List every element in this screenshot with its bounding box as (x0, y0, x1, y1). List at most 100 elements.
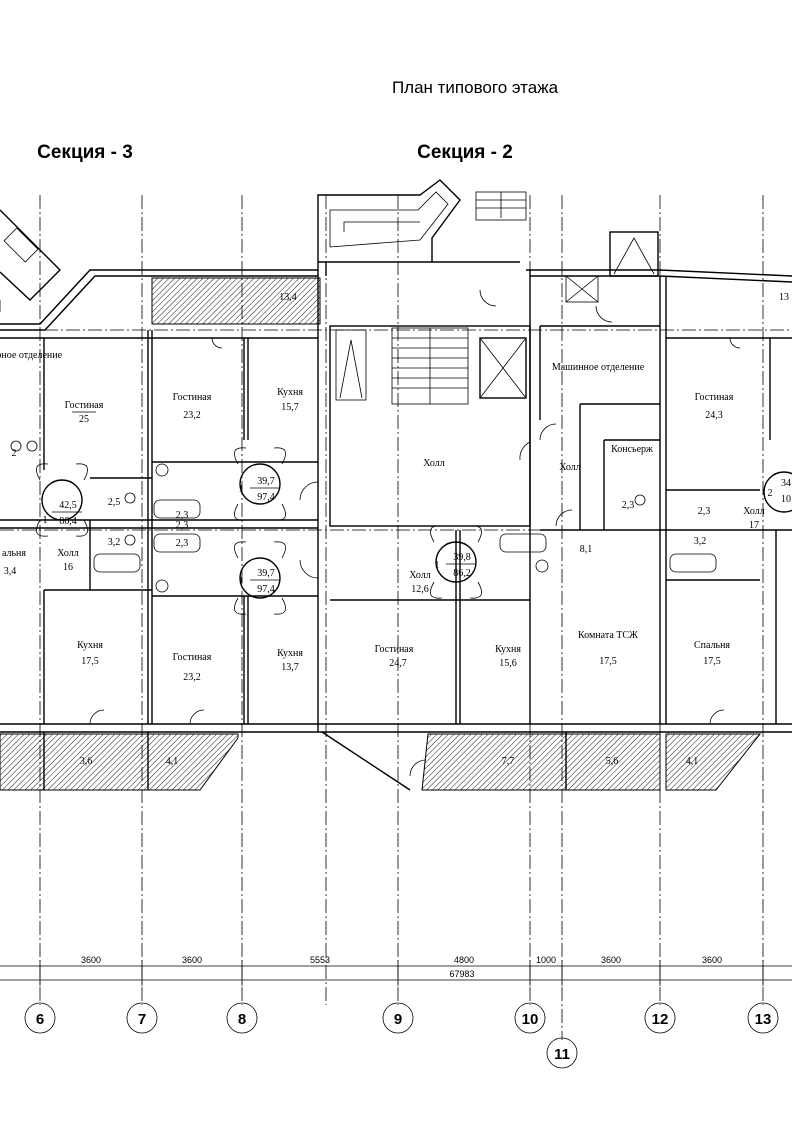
room-area: 17,5 (81, 656, 99, 667)
section-2-title: Секция - 2 (417, 142, 513, 163)
small-area-labels: 2 2,5 3,2 2,3 2,3 2,3 2,3 3,2 8,1 2,3 13… (12, 292, 790, 555)
room-area: 16 (63, 562, 73, 573)
apartment-info: 1 42,5 86,4 1 39,7 97,4 1 39,7 97,4 1 39… (43, 476, 792, 595)
room-area: 15,7 (281, 402, 299, 413)
apartment-living: 39,8 (453, 552, 471, 563)
balcony-area: 5,6 (606, 756, 619, 767)
balcony-area: 4,1 (166, 756, 179, 767)
room-name: Кухня (277, 648, 303, 659)
bathroom-fixtures (10, 440, 717, 593)
apartment-rooms: 1 (239, 484, 244, 495)
grid-axes (0, 195, 792, 1040)
axis-label: 10 (522, 1011, 539, 1028)
room-name: Холл (743, 506, 764, 517)
apartment-rooms: 1 (435, 560, 440, 571)
apartment-total: 86,2 (453, 568, 471, 579)
balcony-area: 3,6 (80, 756, 93, 767)
small-area: 3,2 (108, 537, 121, 548)
apartment-living: 42,5 (59, 500, 77, 511)
axis-label: 12 (652, 1011, 669, 1028)
room-area: 23,2 (183, 672, 201, 683)
dimension-label: 1000 (536, 955, 556, 965)
apartment-rooms: 2 (768, 488, 773, 499)
axis-label: 9 (394, 1011, 402, 1028)
small-area: 13 (779, 292, 789, 303)
balcony-labels: 3,6 4,1 7,7 5,6 4,1 (80, 756, 699, 767)
room-area: 25 (79, 414, 89, 425)
small-area: 13,4 (279, 292, 297, 303)
dimension-label: 3600 (601, 955, 621, 965)
room-name: Холл (423, 458, 444, 469)
plan-title: План типового этажа (392, 78, 559, 97)
small-area: 2 (12, 448, 17, 459)
dimension-label: 5553 (310, 955, 330, 965)
room-name: юное отделение (0, 350, 63, 361)
apartment-living: 39,7 (257, 568, 275, 579)
balcony-area: 4,1 (686, 756, 699, 767)
room-name: Комната ТСЖ (578, 630, 638, 641)
room-area: 17,5 (599, 656, 617, 667)
room-name: Консьерж (611, 444, 653, 455)
axis-label: 11 (554, 1046, 570, 1063)
entrance-porch (317, 179, 659, 303)
small-area: 2,5 (108, 497, 121, 508)
axis-label: 6 (36, 1011, 44, 1028)
room-name: Кухня (277, 387, 303, 398)
small-area: 3,2 (694, 536, 707, 547)
doors (89, 289, 741, 777)
apartment-total: 10 (781, 494, 791, 505)
total-dimension-label: 67983 (449, 969, 474, 979)
room-name: Гостиная (173, 652, 212, 663)
room-name: Гостиная (65, 400, 104, 411)
room-area: 24,7 (389, 658, 407, 669)
small-area: 2,3 (698, 506, 711, 517)
room-name: альня (2, 548, 26, 559)
small-area: 2,3 (176, 520, 189, 531)
small-area: 2,3 (176, 538, 189, 549)
small-area: 2,3 (622, 500, 635, 511)
interior-walls (0, 270, 792, 724)
small-area: 8,1 (580, 544, 593, 555)
diagonal-stair (0, 209, 61, 312)
apartment-rooms: 1 (239, 576, 244, 587)
apartment-total: 86,4 (59, 516, 77, 527)
room-name: Машинное отделение (552, 362, 645, 373)
room-area: 12,6 (411, 584, 429, 595)
apartment-total: 97,4 (257, 584, 275, 595)
balconies (0, 277, 762, 791)
dimension-label: 3600 (182, 955, 202, 965)
apartment-living: 39,7 (257, 476, 275, 487)
dimension-label: 3600 (702, 955, 722, 965)
apartment-total: 97,4 (257, 492, 275, 503)
room-area: 3,4 (4, 566, 17, 577)
room-name: Гостиная (695, 392, 734, 403)
balcony-area: 7,7 (502, 756, 515, 767)
axis-label: 7 (138, 1011, 146, 1028)
room-name: Спальня (694, 640, 730, 651)
axis-label: 8 (238, 1011, 246, 1028)
dimension-chain: 3600 3600 5553 4800 1000 3600 3600 67983 (0, 955, 792, 986)
room-name: Холл (57, 548, 78, 559)
axis-markers: 6 7 8 9 10 11 12 13 (24, 1002, 779, 1069)
axis-label: 13 (755, 1011, 772, 1028)
room-name: Холл (409, 570, 430, 581)
apartment-rooms: 1 (43, 515, 48, 526)
room-name: Гостиная (375, 644, 414, 655)
section-3-title: Секция - 3 (37, 142, 133, 163)
room-name: Кухня (77, 640, 103, 651)
room-area: 13,7 (281, 662, 299, 673)
room-area: 15,6 (499, 658, 517, 669)
room-labels: юное отделение Гостиная 25 Гостиная 23,2… (0, 350, 765, 683)
stair-core (335, 327, 527, 405)
room-name: Кухня (495, 644, 521, 655)
room-area: 17 (749, 520, 759, 531)
dimension-label: 4800 (454, 955, 474, 965)
room-name: Гостиная (173, 392, 212, 403)
room-name: Холл (559, 462, 580, 473)
apartment-markers (36, 447, 792, 615)
room-area: 17,5 (703, 656, 721, 667)
room-area: 24,3 (705, 410, 723, 421)
small-area: 2,3 (176, 510, 189, 521)
apartment-living: 34 (781, 478, 791, 489)
